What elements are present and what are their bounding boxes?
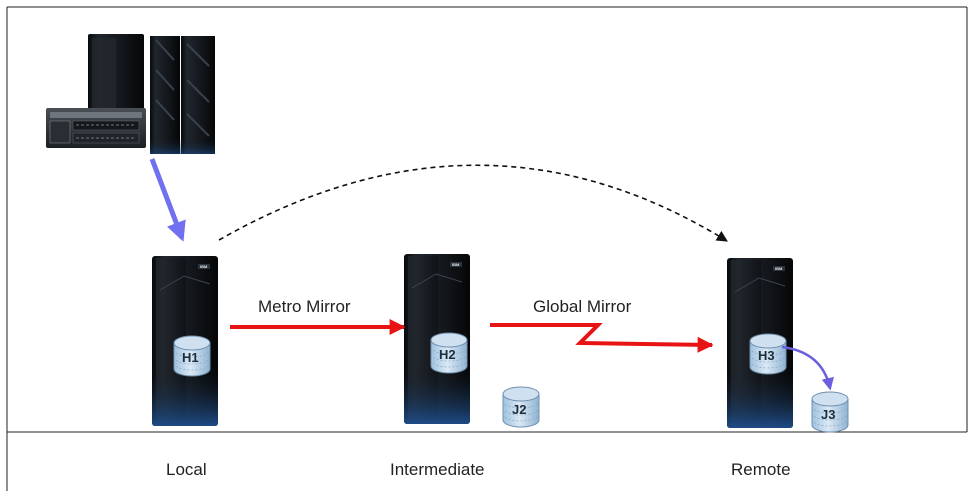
svg-text:H3: H3 <box>758 348 775 363</box>
svg-text:IBM: IBM <box>775 266 783 271</box>
metro-mirror-label: Metro Mirror <box>258 297 351 316</box>
svg-text:H2: H2 <box>439 347 456 362</box>
intermediate-storage-cabinet: IBM <box>403 253 471 425</box>
host-servers-image <box>46 34 215 154</box>
site-label-local: Local <box>166 460 207 479</box>
svg-text:J3: J3 <box>821 407 835 422</box>
volume-h1: H1 <box>173 335 211 377</box>
h3-to-j3-arrow <box>781 345 834 391</box>
volume-h2: H2 <box>430 332 468 374</box>
site-label-intermediate: Intermediate <box>390 460 485 479</box>
volume-j2: J2 <box>502 386 540 428</box>
global-mirror-arrow <box>490 323 714 353</box>
host-io-arrow <box>149 158 186 242</box>
svg-text:IBM: IBM <box>452 262 460 267</box>
volume-h3: H3 <box>749 333 787 375</box>
svg-text:IBM: IBM <box>200 264 208 269</box>
dashed-local-to-remote-arrow <box>218 164 728 242</box>
site-label-remote: Remote <box>731 460 791 479</box>
svg-text:H1: H1 <box>182 350 199 365</box>
remote-storage-cabinet: IBM <box>726 257 794 429</box>
global-mirror-label: Global Mirror <box>533 297 632 316</box>
volume-j3: J3 <box>811 391 849 433</box>
local-storage-cabinet: IBM <box>151 255 219 427</box>
svg-text:J2: J2 <box>512 402 526 417</box>
